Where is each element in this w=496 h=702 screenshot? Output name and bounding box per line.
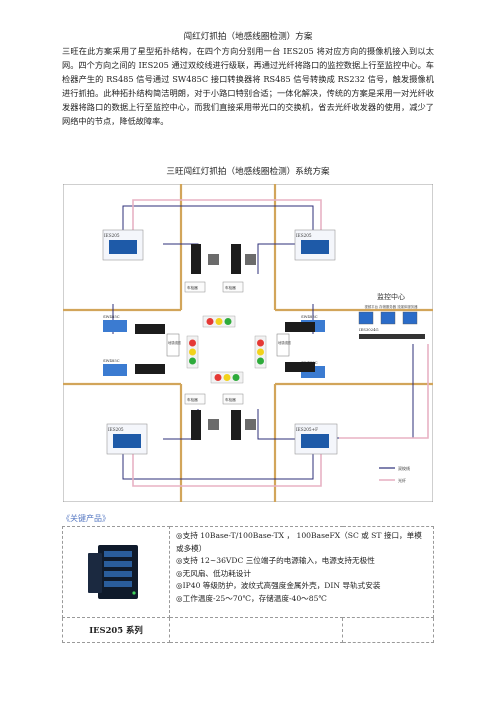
product-name: IES205 系列 [62,617,170,643]
svg-text:IES205+F: IES205+F [296,427,318,432]
fiber-cables [132,199,429,487]
svg-text:SW485C: SW485C [103,358,120,363]
road-lines [63,184,433,502]
feature-item: ◎工作温度-25～70℃，存储温度-40～85℃ [176,593,327,603]
svg-text:SW485C: SW485C [103,314,120,319]
doc-title: 闯红灯抓拍（地感线圈检测）方案 [183,32,313,42]
svg-text:车检器: 车检器 [225,397,236,402]
monitoring-center: 监控中心 视频平台 存储服务器 流媒体服务器 IES3024G [358,292,425,339]
ies205-product-icon [88,545,138,599]
sw485c-converter-left: SW485C [103,314,127,332]
feature-item: ◎支持 12~36VDC 三位端子的电源输入，电源支持无极性 [176,556,375,566]
diagram-legend: 双绞线 光纤 [379,465,410,483]
traffic-light-top [202,315,236,328]
svg-text:车检器: 车检器 [225,285,236,290]
figure-caption: 三旺闯红灯抓拍（地感线圈检测）系统方案 [166,167,330,177]
camera-light-icons [208,254,256,430]
traffic-light-right [254,335,267,369]
svg-text:地感线圈: 地感线圈 [168,340,181,345]
vehicle-detector-top-left: 车检器 [184,281,206,293]
svg-text:双绞线: 双绞线 [398,465,410,471]
product-image-cell [62,526,170,618]
ies205-switch-bottom-right: IES205+F [294,423,338,455]
sw485c-converter-bottom-left: SW485C [103,358,127,376]
intro-paragraph: 三旺在此方案采用了星型拓扑结构，在四个方向分别用一台 IES205 将对应方向的… [62,46,434,126]
svg-text:光纤: 光纤 [398,477,406,483]
ies205-switch-top-right: IES205 [294,229,336,261]
svg-text:IES205: IES205 [296,233,312,238]
feature-item: ◎无风扇、低功耗设计 [176,568,251,578]
traffic-light-bottom [210,371,244,384]
vehicle-detector-bottom-right: 车检器 [222,393,244,405]
feature-item: ◎IP40 等级防护，波纹式高强度金属外壳，DIN 导轨式安装 [176,581,381,591]
svg-text:IES205: IES205 [108,427,124,432]
vehicle-detector-bottom-left: 车检器 [184,393,206,405]
vehicle-detector-top-right: 车检器 [222,281,244,293]
ies205-switch-top-left: IES205 [102,229,144,261]
product-features: ◎支持 10Base-T/100Base-TX ， 100BaseFX（SC 或… [169,526,434,618]
induction-coil-left: 地感线圈 [166,333,181,357]
svg-text:IES3024G: IES3024G [359,327,379,332]
svg-text:SW485C: SW485C [301,314,318,319]
key-products-table: ◎支持 10Base-T/100Base-TX ， 100BaseFX（SC 或… [62,526,434,643]
svg-text:地感线圈: 地感线圈 [278,340,291,345]
empty-cell [169,617,343,643]
svg-text:车检器: 车检器 [187,285,198,290]
key-products-heading: 《关键产品》 [62,514,110,523]
traffic-light-left [186,335,199,369]
induction-coil-right: 地感线圈 [276,333,291,357]
empty-cell [342,617,434,643]
camera-icons [135,244,315,440]
feature-item: ◎支持 10Base-T/100Base-TX ， 100BaseFX（SC 或… [176,531,422,553]
svg-text:IES205: IES205 [104,233,120,238]
svg-text:车检器: 车检器 [187,397,198,402]
svg-text:视频平台 存储服务器 流媒体服务器: 视频平台 存储服务器 流媒体服务器 [364,304,418,309]
network-diagram: IES205 IES205 IES205 IES205+F SW485C SW4… [63,184,433,502]
ies205-switch-bottom-left: IES205 [106,423,148,455]
svg-text:监控中心: 监控中心 [377,292,405,301]
